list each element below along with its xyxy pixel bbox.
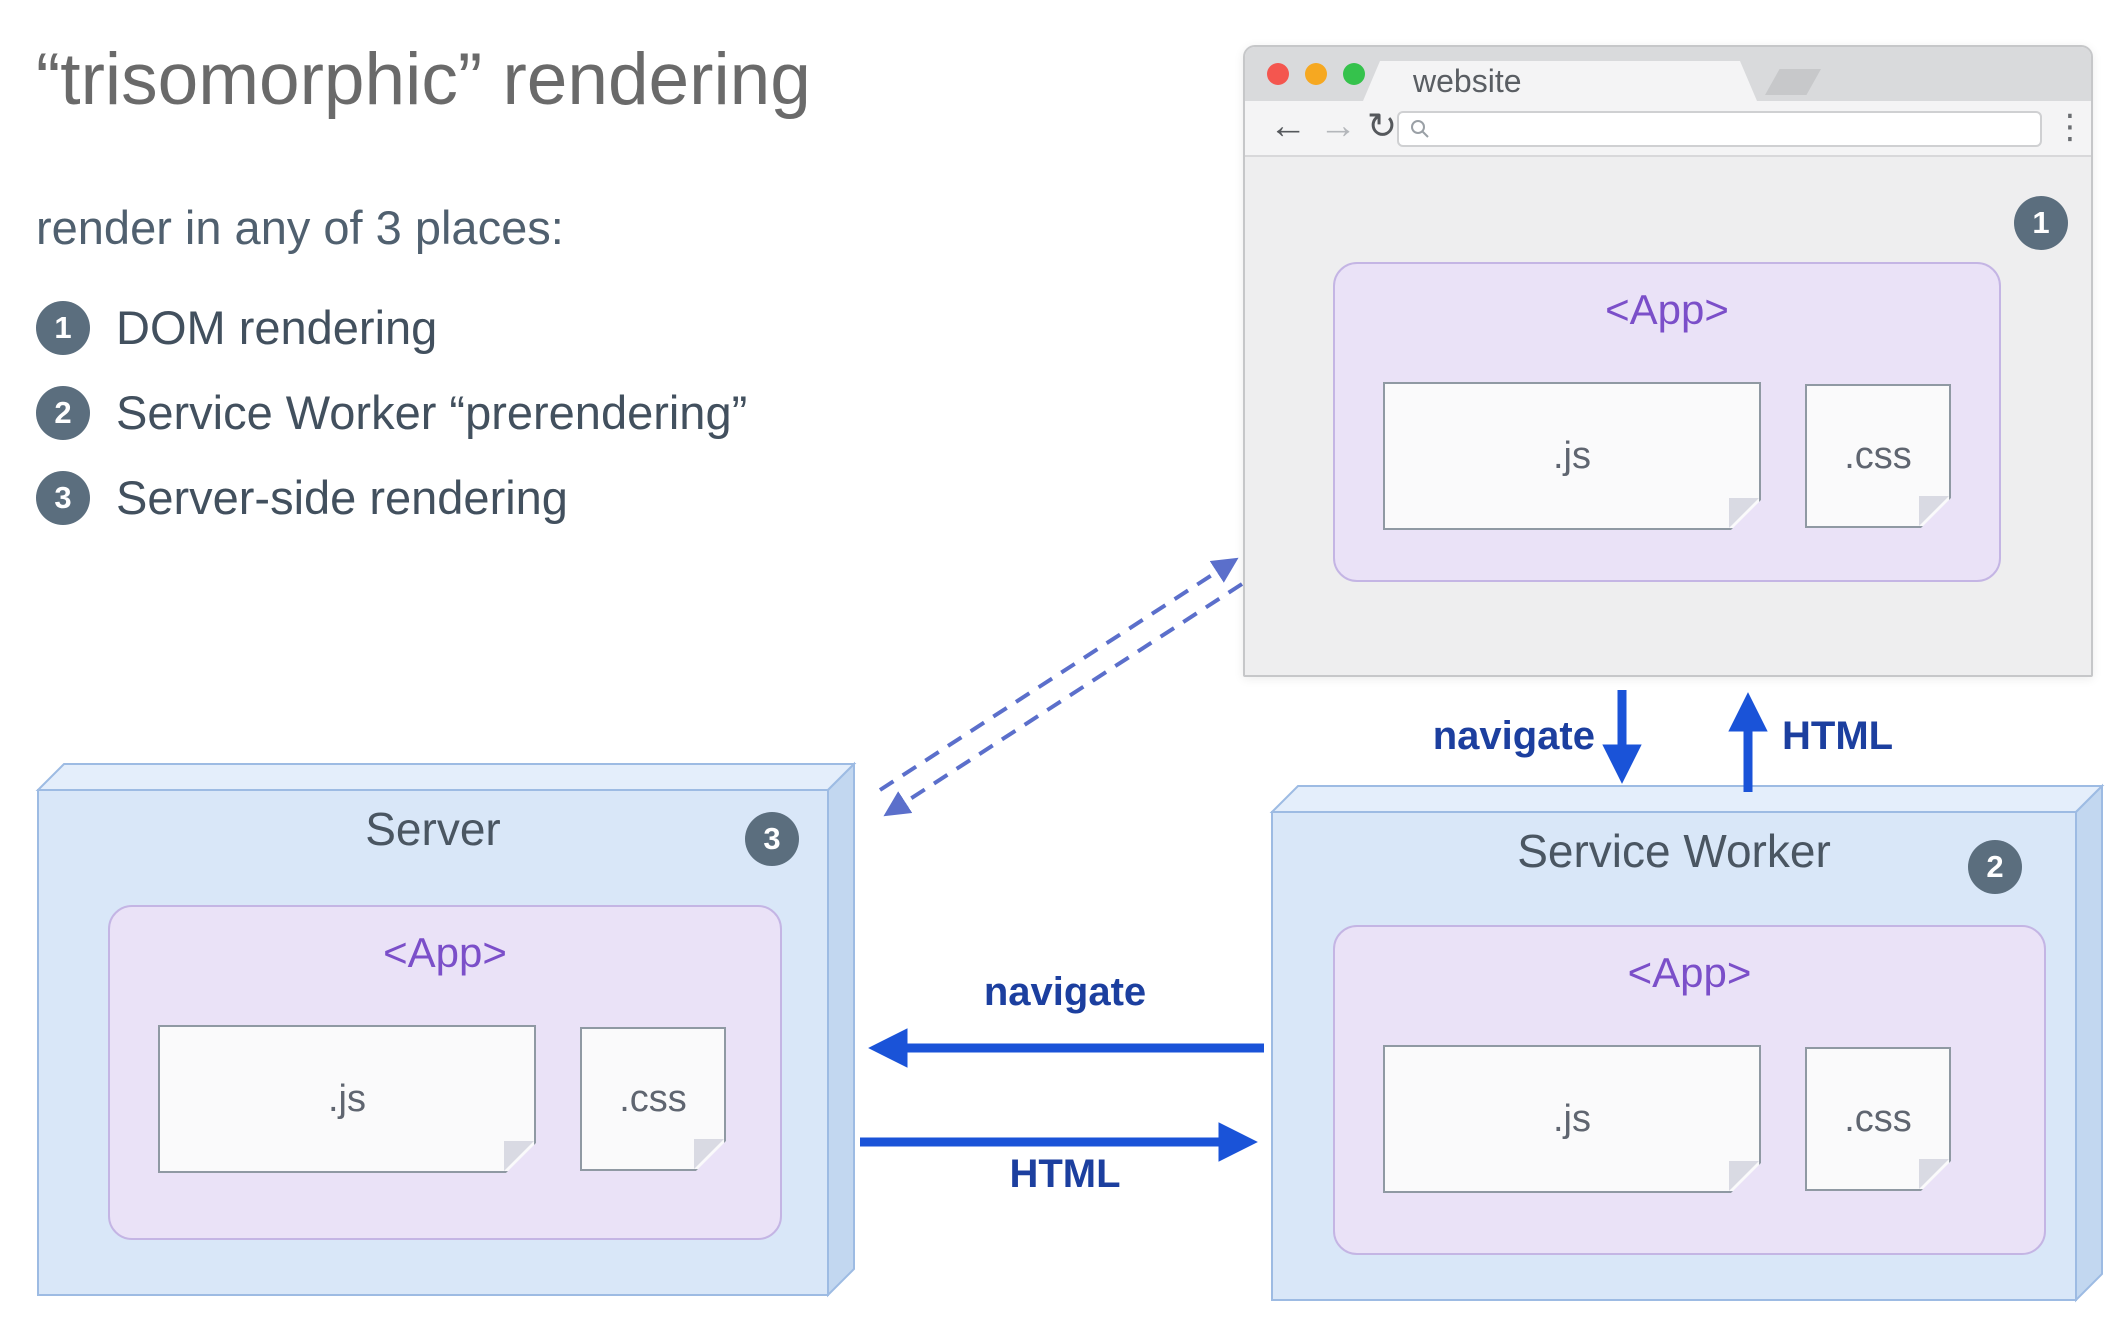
search-icon — [1411, 120, 1429, 138]
legend-badge-2: 2 — [36, 385, 90, 440]
legend-badge-3: 3 — [36, 470, 90, 525]
page-title: “trisomorphic” rendering — [36, 39, 811, 120]
navigate-left-label: navigate — [983, 970, 1147, 1014]
js-file-icon: .js — [1383, 382, 1761, 530]
js-file-icon: .js — [158, 1025, 536, 1173]
browser-tab-strip: website — [1245, 47, 2091, 101]
server-app-panel: <App> .js .css — [108, 905, 782, 1240]
browser-navbar: ← → ↻ ⋮ — [1245, 101, 2091, 157]
css-file-icon: .css — [1805, 384, 1951, 528]
legend-item-dom: 1 DOM rendering — [36, 300, 747, 355]
server-label: Server — [365, 803, 501, 855]
legend-badge-1: 1 — [36, 300, 90, 355]
js-file-label: .js — [1553, 434, 1591, 477]
browser-window: website ← → ↻ ⋮ 1 <App> .js .css — [1243, 45, 2093, 677]
kebab-menu-icon: ⋮ — [2053, 108, 2087, 146]
maximize-window-icon — [1343, 63, 1365, 85]
forward-icon: → — [1319, 105, 1357, 147]
legend: 1 DOM rendering 2 Service Worker “preren… — [36, 300, 747, 525]
css-file-label: .css — [1844, 434, 1912, 477]
app-title: <App> — [383, 929, 507, 976]
back-icon: ← — [1269, 105, 1307, 147]
close-window-icon — [1267, 63, 1289, 85]
legend-label: Server-side rendering — [116, 471, 568, 524]
js-file-icon: .js — [1383, 1045, 1761, 1193]
url-bar — [1397, 111, 2042, 147]
new-tab-icon — [1765, 69, 1821, 95]
legend-item-server-side: 3 Server-side rendering — [36, 470, 747, 525]
css-file-icon: .css — [580, 1027, 726, 1171]
minimize-window-icon — [1305, 63, 1327, 85]
subtitle: render in any of 3 places: — [36, 201, 564, 254]
html-right-label: HTML — [1009, 1152, 1121, 1196]
service-worker-app-panel: <App> .js .css — [1333, 925, 2046, 1255]
service-worker-step-badge: 2 — [1968, 840, 2022, 894]
js-file-label: .js — [1553, 1097, 1591, 1140]
css-file-label: .css — [619, 1077, 687, 1120]
browser-step-badge: 1 — [2014, 196, 2068, 250]
navigate-down-label: navigate — [1432, 714, 1595, 758]
legend-item-service-worker: 2 Service Worker “prerendering” — [36, 385, 747, 440]
dashed-arrows — [878, 557, 1244, 817]
tab-title: website — [1413, 62, 1522, 99]
css-file-label: .css — [1844, 1097, 1912, 1140]
browser-tab: website — [1363, 61, 1757, 101]
server-step-badge: 3 — [745, 812, 799, 866]
legend-label: Service Worker “prerendering” — [116, 386, 748, 439]
app-title: <App> — [1605, 286, 1729, 333]
reload-icon: ↻ — [1367, 105, 1398, 146]
browser-app-panel: <App> .js .css — [1333, 262, 2001, 582]
legend-label: DOM rendering — [116, 301, 438, 354]
app-title: <App> — [1627, 949, 1752, 996]
html-up-label: HTML — [1782, 714, 1894, 758]
service-worker-label: Service Worker — [1517, 825, 1831, 877]
css-file-icon: .css — [1805, 1047, 1951, 1191]
js-file-label: .js — [328, 1077, 366, 1120]
